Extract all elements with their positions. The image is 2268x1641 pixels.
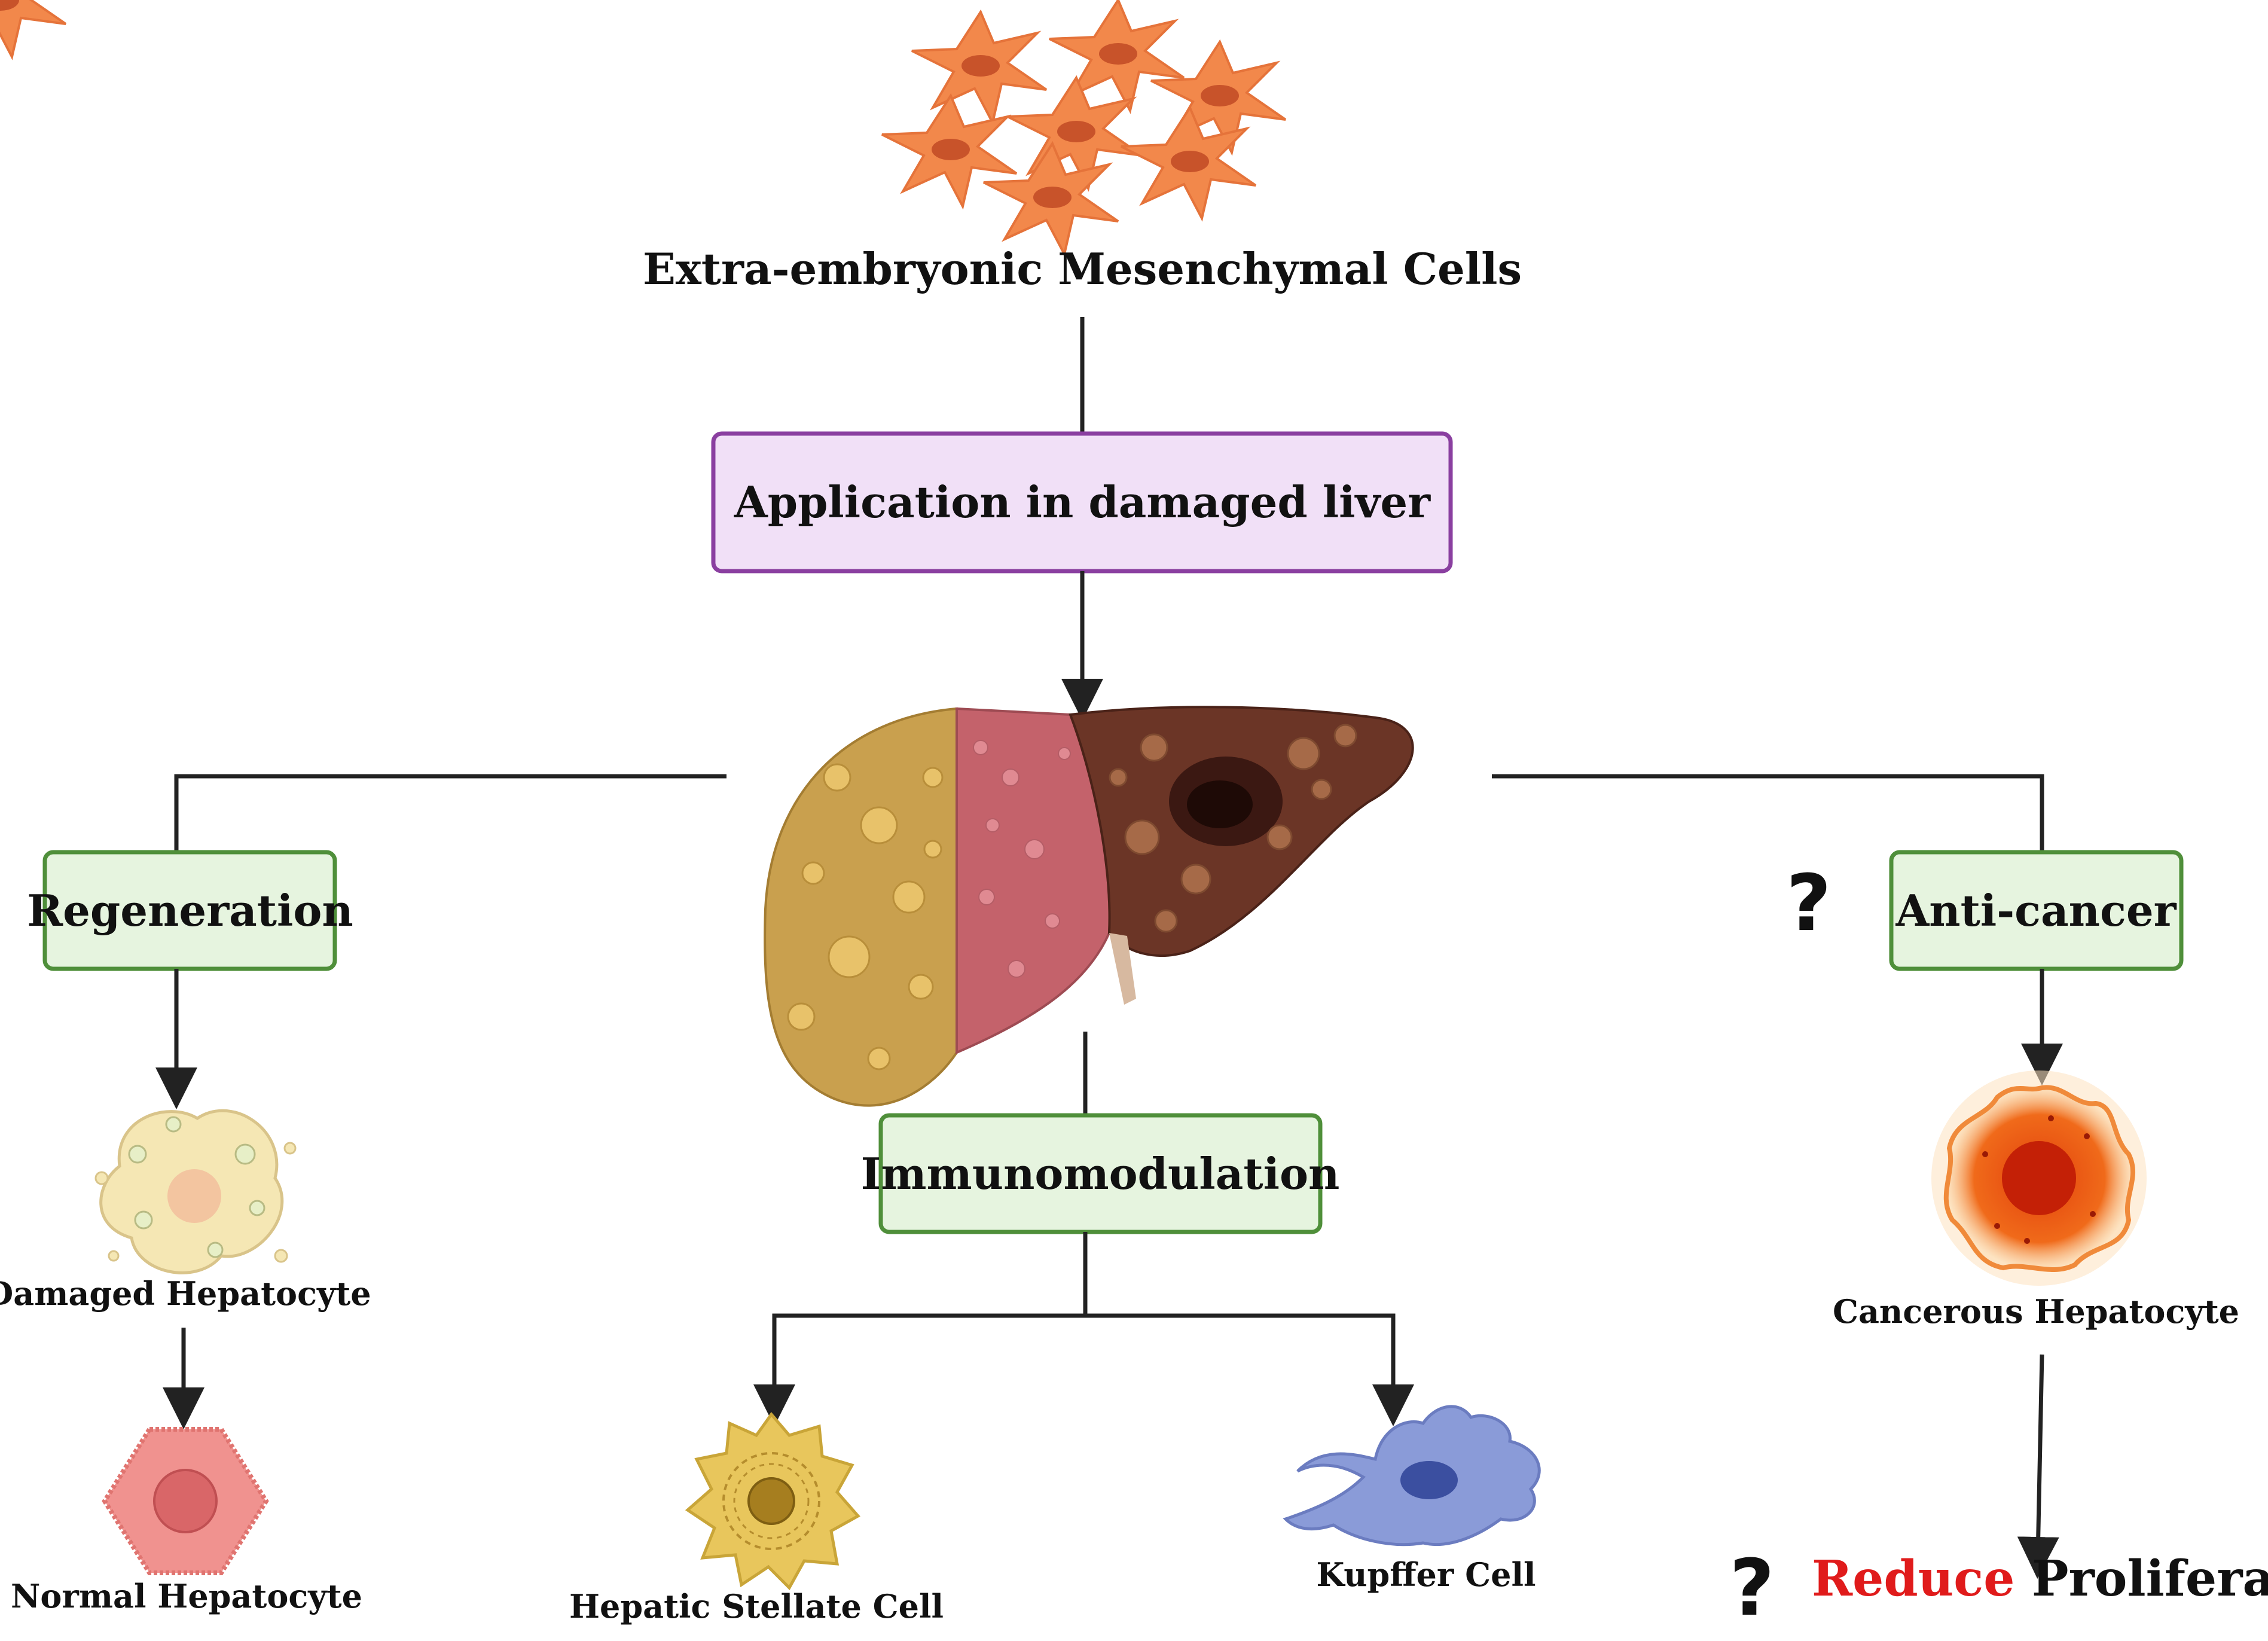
mesenchymal-cells-title: Extra-embryonic Mesenchymal Cells: [643, 243, 1522, 294]
immunomodulation-box: Immunomodulation: [861, 1113, 1340, 1234]
mesenchymal-cells-illustration: [0, 0, 1287, 255]
arrow-to-kupffer-cell: [1085, 1313, 1414, 1426]
connector-anticancer: [1492, 774, 2044, 852]
cancerous-hepatocyte-label: Cancerous Hepatocyte: [1833, 1292, 2239, 1331]
anticancer-box: Anti-cancer: [1889, 850, 2184, 971]
proliferation-word: Proliferation: [2014, 1550, 2268, 1608]
anticancer-label: Anti-cancer: [1895, 885, 2177, 936]
normal-hepatocyte-label: Normal Hepatocyte: [11, 1577, 362, 1615]
hepatic-stellate-cell-icon: [685, 1411, 860, 1591]
regeneration-box: Regeneration: [27, 850, 353, 971]
outcome-question-mark: ?: [1729, 1542, 1774, 1633]
application-box-label: Application in damaged liver: [734, 477, 1431, 527]
cancerous-hepatocyte-icon: [1931, 1070, 2147, 1286]
normal-hepatocyte-icon: [102, 1427, 269, 1575]
application-box: Application in damaged liver: [711, 431, 1453, 574]
hepatic-stellate-cell-label: Hepatic Stellate Cell: [569, 1587, 944, 1625]
reduce-word: Reduce: [1812, 1550, 2014, 1608]
mesenchymal-cell: [0, 0, 67, 60]
reduce-proliferation-label: Reduce Proliferation: [1812, 1550, 2268, 1608]
anticancer-question-mark: ?: [1786, 858, 1831, 948]
arrow-to-reduce-proliferation: [2017, 1354, 2059, 1579]
immunomodulation-label: Immunomodulation: [861, 1148, 1340, 1199]
damaged-hepatocyte-icon: [94, 1109, 297, 1274]
damaged-hepatocyte-label: Damaged Hepatocyte: [0, 1274, 371, 1313]
liver-illustration: [764, 706, 1414, 1107]
connector-regeneration: [174, 774, 727, 852]
arrow-to-stellate-cell: [753, 1232, 1088, 1426]
regeneration-label: Regeneration: [27, 885, 353, 936]
kupffer-cell-label: Kupffer Cell: [1316, 1555, 1536, 1594]
kupffer-cell-icon: [1283, 1405, 1541, 1547]
